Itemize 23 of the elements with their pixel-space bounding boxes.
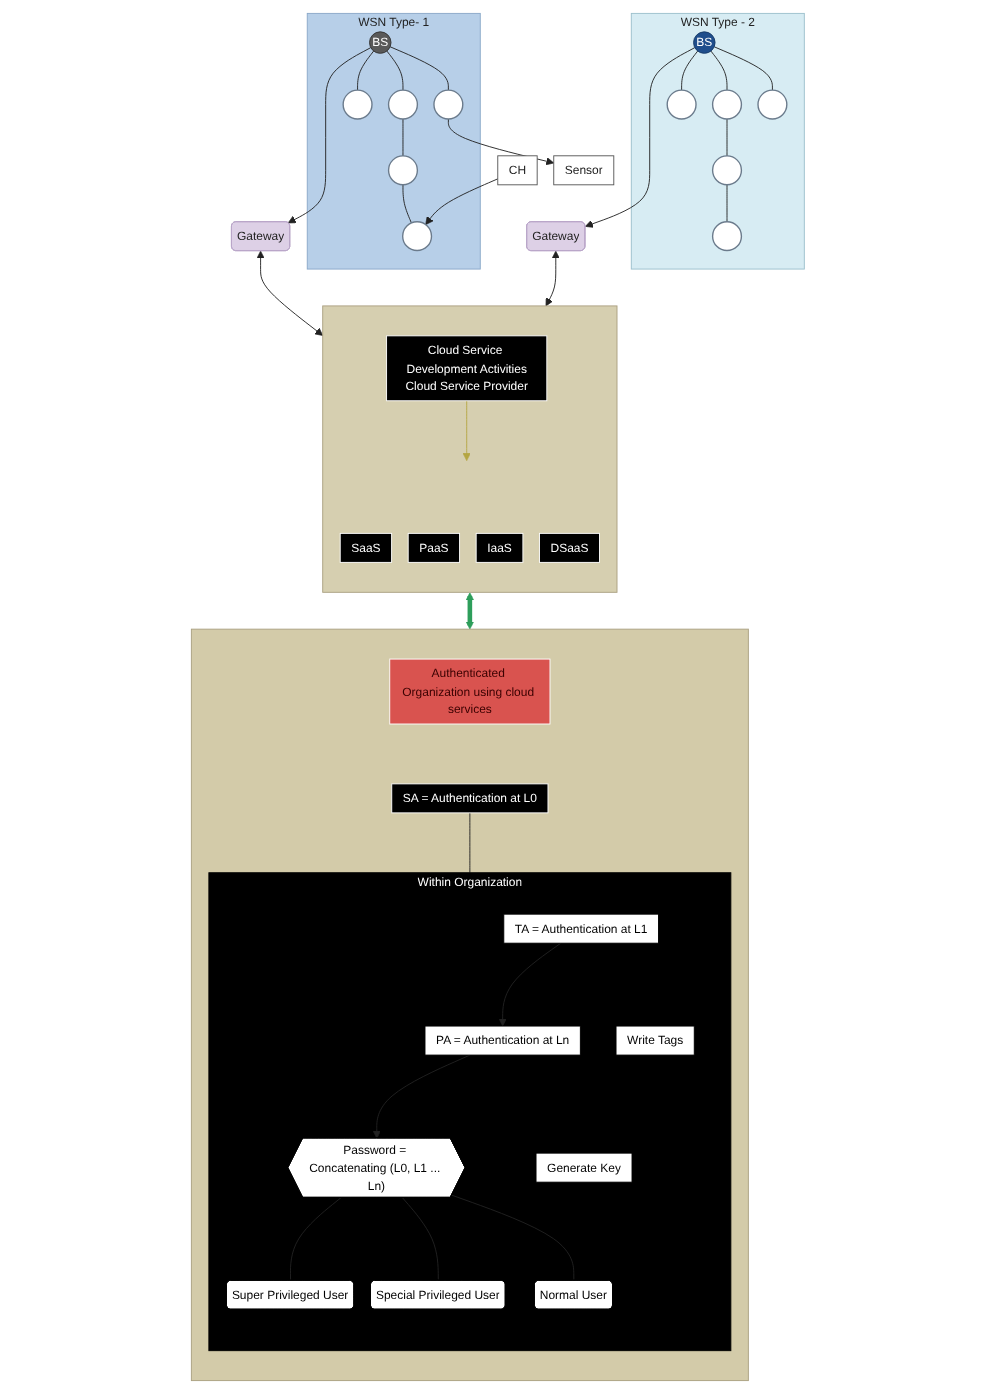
connector — [712, 46, 773, 91]
node-circle — [711, 155, 742, 186]
connector — [356, 50, 374, 91]
connector — [709, 50, 727, 91]
node-circle — [711, 89, 742, 120]
arrow — [464, 592, 474, 630]
connector — [450, 1194, 574, 1282]
node-circle — [387, 89, 418, 120]
node-circle — [387, 155, 418, 186]
connector — [468, 812, 470, 874]
connector — [401, 184, 412, 224]
node-circle — [341, 89, 372, 120]
connector — [385, 50, 403, 91]
node-circle — [401, 221, 432, 252]
connector — [289, 1197, 341, 1282]
node-circle — [665, 89, 696, 120]
node-circle — [432, 89, 463, 120]
node-circle — [756, 89, 787, 120]
connector — [680, 50, 698, 91]
connector — [388, 46, 448, 91]
connector — [401, 1197, 438, 1282]
node-circle — [711, 221, 742, 252]
cluster — [190, 628, 748, 1382]
